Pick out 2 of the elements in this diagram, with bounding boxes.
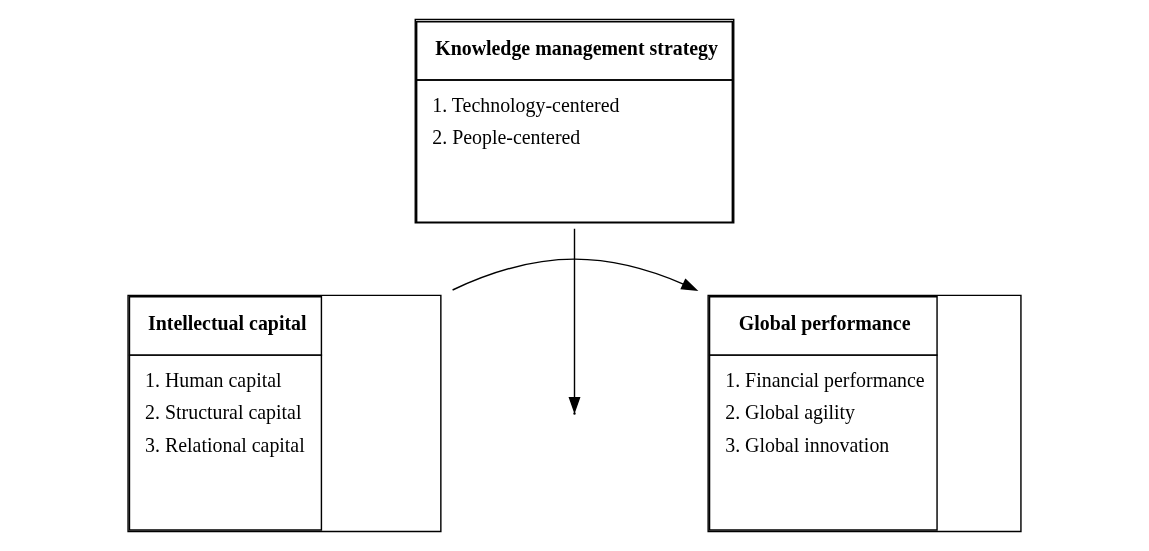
arrow — [568, 228, 581, 415]
arrow — [451, 258, 699, 291]
